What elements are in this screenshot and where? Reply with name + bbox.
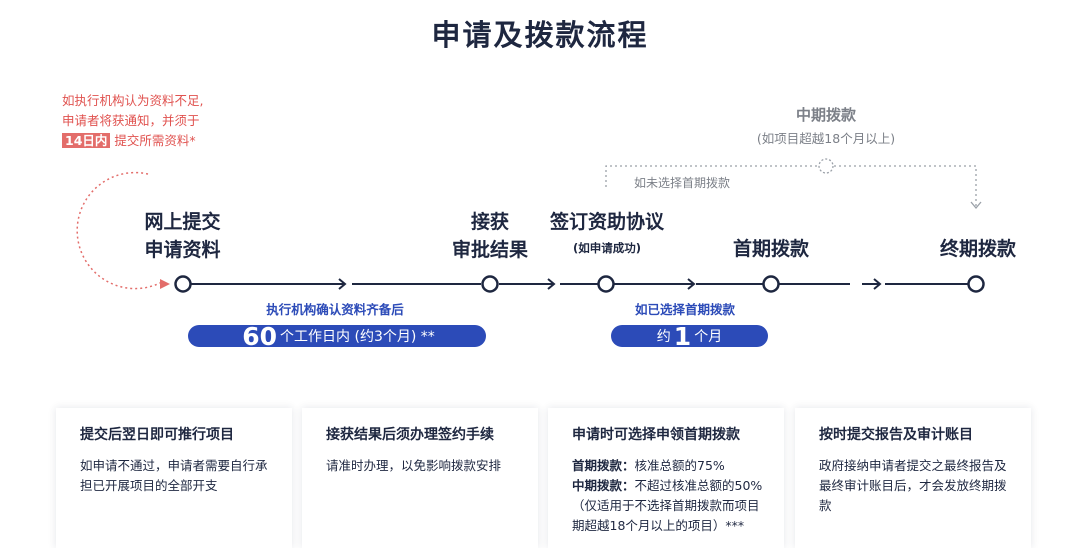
interim-payment-sub: (如项目超越18个月以上)	[756, 131, 896, 146]
info-card-sign: 接获结果后须办理签约手续 请准时办理，以免影响拨款安排	[302, 408, 538, 548]
interim-payment-title: 中期拨款	[795, 106, 856, 124]
info-card-submit: 提交后翌日即可推行项目 如申请不通过，申请者需要自行承担已开展项目的全部开支	[56, 408, 292, 548]
step-final-payment-label: 终期拨款	[939, 238, 1016, 260]
resubmit-loop-arc	[76, 171, 163, 290]
node-sign	[597, 275, 615, 293]
interim-dotted-path	[605, 165, 977, 206]
step-sign-sub: (如申请成功)	[572, 241, 641, 255]
interim-node	[818, 158, 834, 174]
interim-arrow-head	[970, 201, 982, 210]
right-timing-pill: 约 1 个月	[611, 322, 768, 351]
loop-arrow-head	[160, 279, 170, 289]
node-first-payment	[762, 275, 780, 293]
left-timing-caption: 执行机构确认资料齐备后	[266, 302, 404, 317]
node-final-payment	[967, 275, 985, 293]
info-card-first-payment: 申请时可选择申领首期拨款 首期拨款：核准总额的75% 中期拨款：不超过核准总额的…	[548, 408, 784, 548]
step-first-payment-label: 首期拨款	[732, 238, 809, 260]
deadline-highlight: 14日内	[62, 133, 111, 148]
step-submit-label: 网上提交 申请资料	[144, 211, 221, 261]
info-card-final-payment: 按时提交报告及审计账目 政府接纳申请者提交之最终报告及最终审计账目后，才会发放终…	[795, 408, 1031, 548]
step-sign-label: 签订资助协议	[549, 211, 664, 233]
step-result-label: 接获 审批结果	[451, 211, 528, 261]
right-timing-caption: 如已选择首期拨款	[634, 302, 735, 317]
no-first-payment-note: 如未选择首期拨款	[634, 176, 731, 190]
node-result	[481, 275, 499, 293]
node-submit	[174, 275, 192, 293]
process-flow-diagram	[76, 158, 985, 293]
page-title: 申请及拨款流程	[431, 18, 649, 52]
insufficient-docs-note: 如执行机构认为资料不足, 申请者将获通知，并须于 14日内 提交所需资料*	[62, 93, 204, 148]
left-timing-pill: 60 个工作日内 (约3个月) **	[188, 322, 486, 351]
